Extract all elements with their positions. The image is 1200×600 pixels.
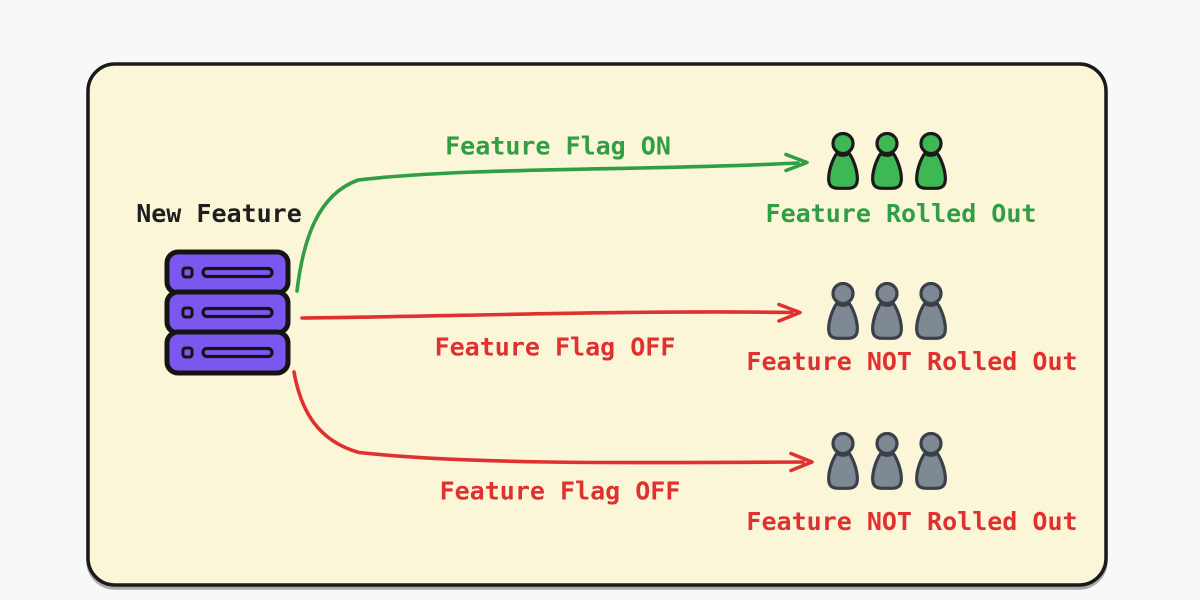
person-icon xyxy=(871,132,903,190)
arrow-head-icon xyxy=(789,451,814,473)
person-icon xyxy=(827,282,859,340)
arrow-head-icon xyxy=(777,302,802,323)
person-icon xyxy=(827,432,859,490)
arrow-head-icon xyxy=(784,152,809,173)
people-group-on xyxy=(827,132,947,190)
arrow-line xyxy=(295,161,800,293)
people-group-off xyxy=(827,432,947,490)
server-port-icon xyxy=(181,266,194,279)
source-label: New Feature xyxy=(136,199,302,228)
person-icon xyxy=(827,132,859,190)
server-port-icon xyxy=(181,346,194,359)
outcome-off-label: Feature NOT Rolled Out xyxy=(746,507,1077,536)
server-slab xyxy=(164,329,291,376)
branch-flag-off-2: Feature Flag OFF Feature NOT Rolled Out xyxy=(292,370,1078,536)
flag-off-arrow xyxy=(300,302,802,323)
person-icon xyxy=(915,432,947,490)
branch-flag-off-1: Feature Flag OFF Feature NOT Rolled Out xyxy=(300,282,1078,376)
branch-flag-on: Feature Flag ON Feature Rolled Out xyxy=(295,132,1037,293)
person-icon xyxy=(871,432,903,490)
person-icon xyxy=(871,282,903,340)
flag-off-arrow xyxy=(292,370,814,473)
server-port-icon xyxy=(181,306,194,319)
flag-off-label: Feature Flag OFF xyxy=(435,333,676,362)
people-group-off xyxy=(827,282,947,340)
server-slot-icon xyxy=(201,306,274,319)
server-icon xyxy=(164,249,291,376)
server-slab xyxy=(164,249,291,296)
person-icon xyxy=(915,282,947,340)
arrow-line xyxy=(292,370,805,465)
flag-on-arrow xyxy=(295,152,809,293)
server-slab xyxy=(164,289,291,336)
person-icon xyxy=(915,132,947,190)
server-slot-icon xyxy=(201,266,274,279)
flag-on-label: Feature Flag ON xyxy=(445,132,671,161)
outcome-off-label: Feature NOT Rolled Out xyxy=(746,347,1077,376)
arrow-line xyxy=(300,310,794,320)
server-slot-icon xyxy=(201,346,274,359)
flag-off-label: Feature Flag OFF xyxy=(440,477,681,506)
outcome-on-label: Feature Rolled Out xyxy=(766,199,1037,228)
